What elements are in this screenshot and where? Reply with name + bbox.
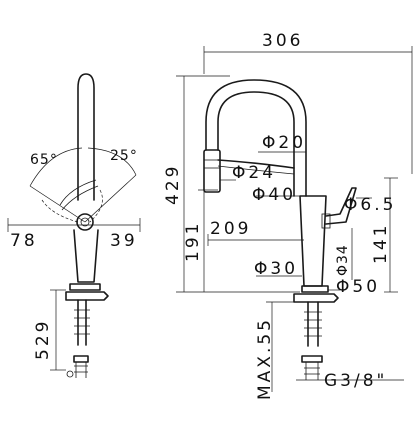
body-dia-label: Φ34 bbox=[335, 244, 351, 276]
spout-height-label: 191 bbox=[183, 221, 203, 262]
flange-dia-label: Φ50 bbox=[336, 277, 380, 297]
left-width-label: 78 bbox=[10, 231, 38, 251]
total-width-label: 306 bbox=[262, 31, 303, 51]
max-depth-label: MAX.55 bbox=[255, 317, 275, 400]
right-width-label: 39 bbox=[110, 231, 138, 251]
reach-label: 209 bbox=[210, 219, 251, 239]
neck-dia-label: Φ40 bbox=[252, 185, 296, 205]
side-view: 65° 25° 78 39 529 bbox=[7, 73, 141, 378]
hose-dia-label: Φ20 bbox=[262, 133, 306, 153]
front-view: 306 429 191 Φ2 bbox=[163, 31, 413, 400]
total-height-label: 429 bbox=[163, 164, 183, 205]
left-height-label: 529 bbox=[33, 319, 53, 360]
angle-left-label: 65° bbox=[30, 152, 58, 168]
head-dia-label: Φ24 bbox=[232, 163, 276, 183]
lever-size-label: Φ6.5 bbox=[344, 195, 396, 215]
body-height-label: 141 bbox=[371, 223, 391, 264]
thread-label: G3/8" bbox=[324, 371, 387, 391]
base-dia-label: Φ30 bbox=[254, 259, 298, 279]
angle-right-label: 25° bbox=[110, 148, 138, 164]
